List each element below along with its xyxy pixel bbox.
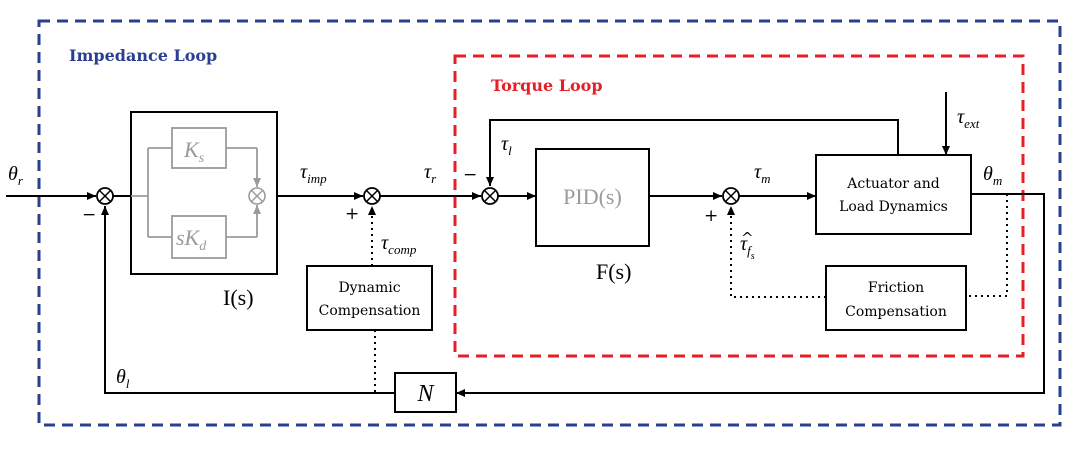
theta-m-label: θm [983, 163, 1002, 188]
summing-junction-1 [96, 187, 114, 205]
impedance-block-label: I(s) [223, 285, 254, 310]
sum1-minus-sign: − [82, 205, 96, 225]
friction-input-dotted [966, 194, 1008, 297]
summing-junction-4 [722, 187, 740, 205]
tau-m-label: τm [754, 161, 771, 186]
impedance-loop-boundary [37, 19, 1062, 427]
sum2-plus-sign: + [345, 204, 359, 224]
dynamic-compensation-line1: Dynamic [338, 280, 400, 296]
tau-l-label: τl [501, 133, 512, 158]
impedance-internals [131, 127, 266, 259]
pid-block [535, 148, 650, 247]
pid-block-label: F(s) [596, 259, 631, 284]
dynamic-compensation-line2: Compensation [319, 303, 421, 319]
friction-compensation-line1: Friction [868, 280, 924, 296]
impedance-loop-title: Impedance Loop [69, 46, 217, 65]
friction-compensation-block [825, 265, 967, 331]
tau-l-feedback-line [486, 119, 899, 186]
gear-ratio-label: N [416, 381, 435, 407]
sum4-plus-sign: + [704, 206, 718, 226]
skd-block-label: sKd [176, 225, 207, 254]
theta-r-label: θr [8, 163, 24, 188]
tau-fs-dotted-line [727, 206, 826, 298]
sum3-minus-sign: − [463, 165, 477, 185]
gear-ratio-block [394, 372, 457, 413]
tau-fs-label: τfs [740, 233, 755, 262]
actuator-block-line2: Load Dynamics [839, 199, 948, 215]
actuator-block-line1: Actuator and [846, 176, 940, 192]
theta-l-label: θl [116, 366, 130, 391]
dynamic-compensation-block [306, 265, 433, 331]
torque-loop-boundary [453, 54, 1025, 358]
ks-block-label: Ks [183, 137, 205, 166]
torque-loop-title: Torque Loop [491, 76, 603, 95]
friction-compensation-line2: Compensation [845, 304, 947, 320]
pid-block-text: PID(s) [563, 184, 622, 209]
summing-junction-3 [481, 187, 499, 205]
tau-fs-hat: ^ [741, 229, 754, 247]
summing-junction-2 [363, 187, 381, 205]
theta-l-feedback-line [101, 206, 395, 394]
actuator-block [815, 154, 972, 235]
tau-imp-label: τimp [300, 161, 327, 186]
tau-r-label: τr [424, 161, 437, 186]
tau-comp-label: τcomp [381, 232, 417, 257]
tau-ext-label: τext [957, 106, 980, 131]
